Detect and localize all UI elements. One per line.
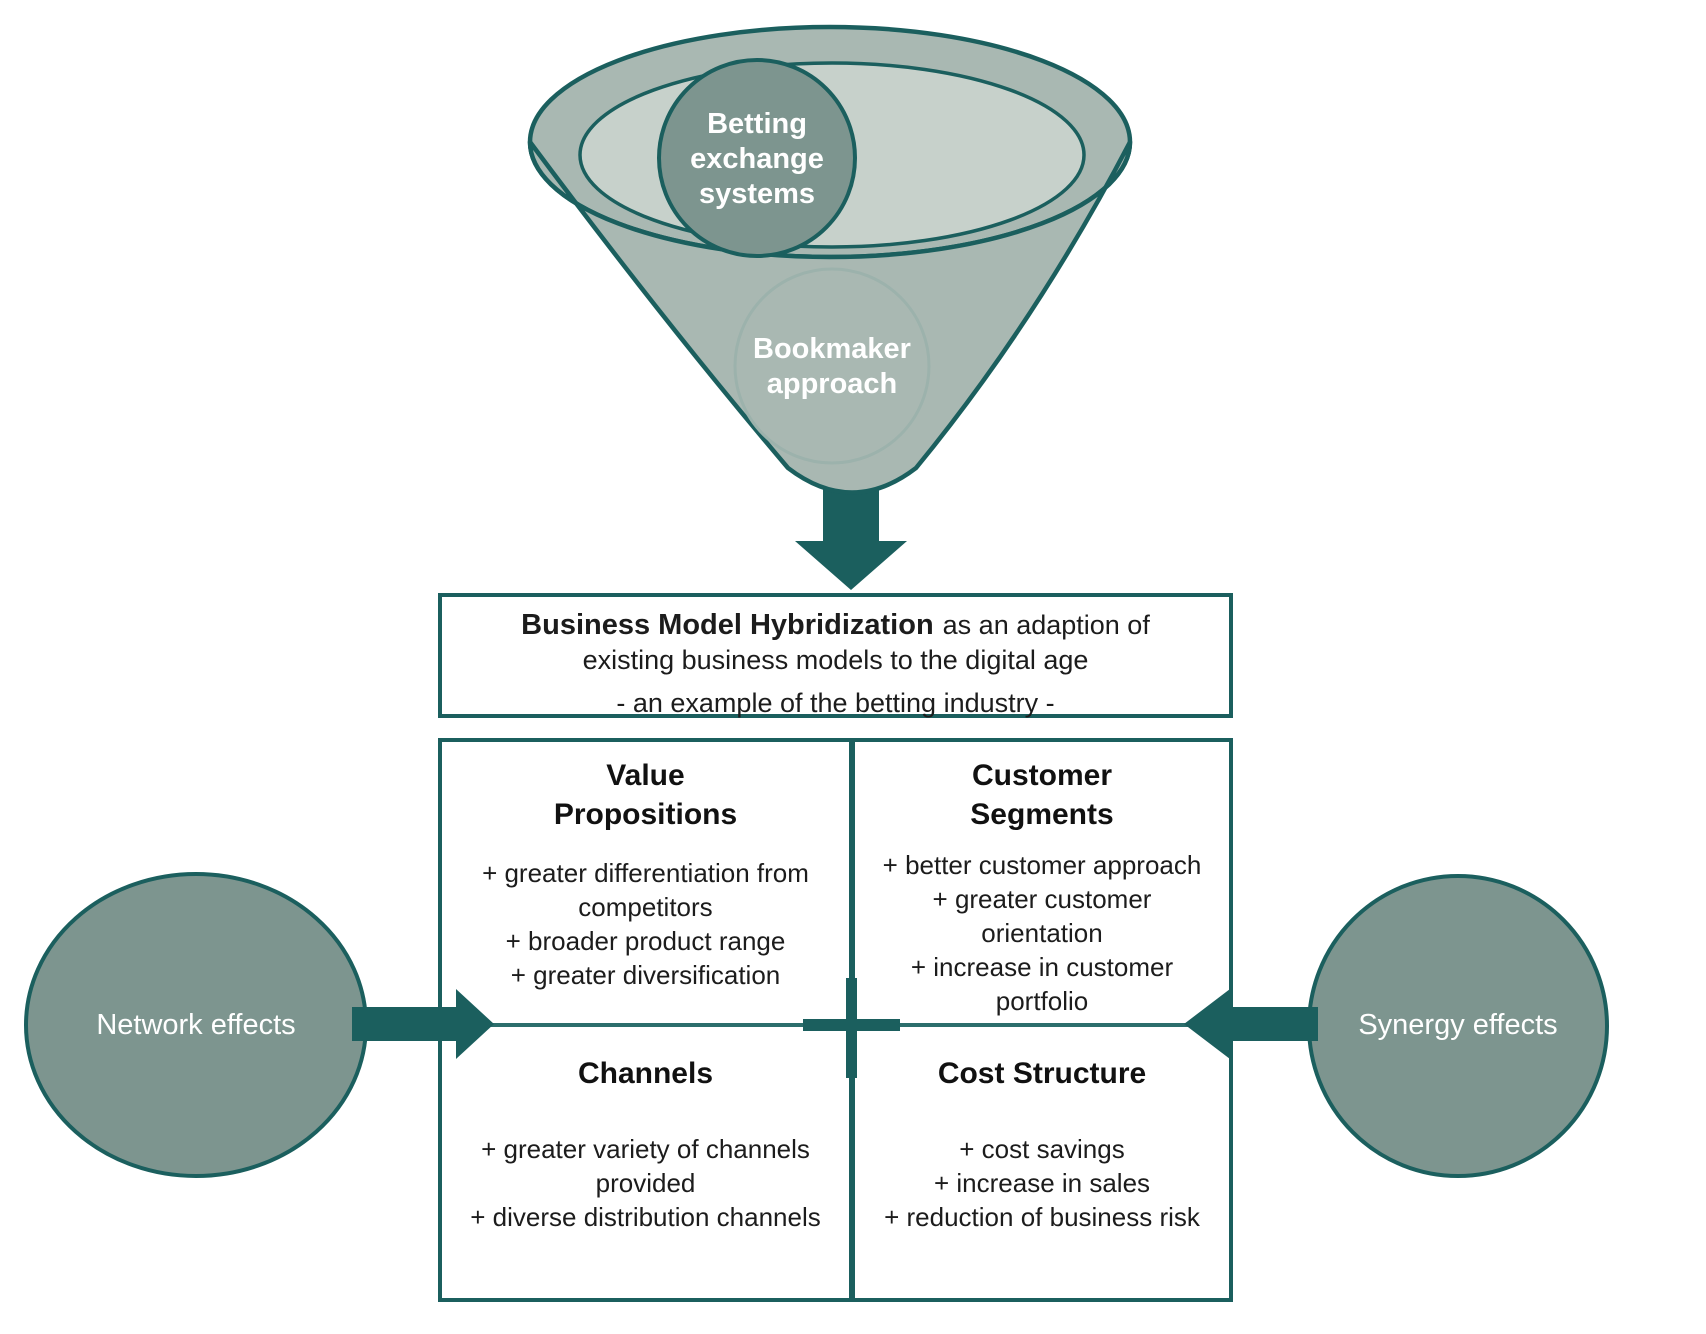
betting-exchange-label: Betting exchange systems bbox=[690, 108, 824, 210]
quadrant-items: + greater variety of channels provided +… bbox=[461, 1132, 831, 1234]
title-line-1: Business Model Hybridization as an adapti… bbox=[442, 608, 1229, 643]
title-bold-text: Business Model Hybridization bbox=[521, 609, 934, 641]
list-item: + greater differentiation from competito… bbox=[482, 858, 809, 922]
quadrant-items: + cost savings + increase in sales + red… bbox=[884, 1132, 1200, 1234]
title-line-2: existing business models to the digital … bbox=[582, 645, 1089, 675]
quadrant-title: Value Propositions bbox=[553, 759, 738, 831]
list-item: + cost savings bbox=[959, 1134, 1125, 1164]
title-rest-text: as an adaption of bbox=[942, 610, 1150, 640]
list-item: + increase in customer portfolio bbox=[910, 952, 1174, 1016]
quadrant-items: + better customer approach + greater cus… bbox=[870, 848, 1215, 1018]
title-box: Business Model Hybridization as an adapti… bbox=[438, 593, 1233, 718]
list-item: + better customer approach bbox=[882, 850, 1202, 880]
quadrant-items: + greater differentiation from competito… bbox=[448, 856, 843, 992]
quadrant-title: Cost Structure bbox=[937, 1057, 1147, 1090]
synergy-effects-label: Synergy effects bbox=[1358, 1009, 1558, 1041]
list-item: + reduction of business risk bbox=[884, 1202, 1200, 1232]
bookmaker-label: Bookmaker approach bbox=[753, 333, 911, 400]
quadrant-customer-segments: Customer Segments + better customer appr… bbox=[855, 742, 1229, 1037]
list-item: + diverse distribution channels bbox=[470, 1202, 821, 1232]
list-item: + increase in sales bbox=[933, 1168, 1151, 1198]
down-arrow-icon bbox=[795, 470, 907, 590]
quadrant-title: Channels bbox=[577, 1057, 714, 1090]
quadrant-cost-structure: Cost Structure + cost savings + increase… bbox=[855, 1027, 1229, 1325]
list-item: + greater variety of channels provided bbox=[481, 1134, 810, 1198]
list-item: + greater diversification bbox=[510, 960, 781, 990]
quadrant-value-propositions: Value Propositions + greater differentia… bbox=[442, 742, 849, 1037]
quadrant-title: Customer Segments bbox=[970, 759, 1114, 831]
network-effects-label: Network effects bbox=[96, 1009, 296, 1041]
list-item: + greater customer orientation bbox=[932, 884, 1152, 948]
list-item: + broader product range bbox=[505, 926, 786, 956]
quadrant-channels: Channels + greater variety of channels p… bbox=[442, 1027, 849, 1325]
title-subtitle: - an example of the betting industry - bbox=[616, 688, 1055, 718]
